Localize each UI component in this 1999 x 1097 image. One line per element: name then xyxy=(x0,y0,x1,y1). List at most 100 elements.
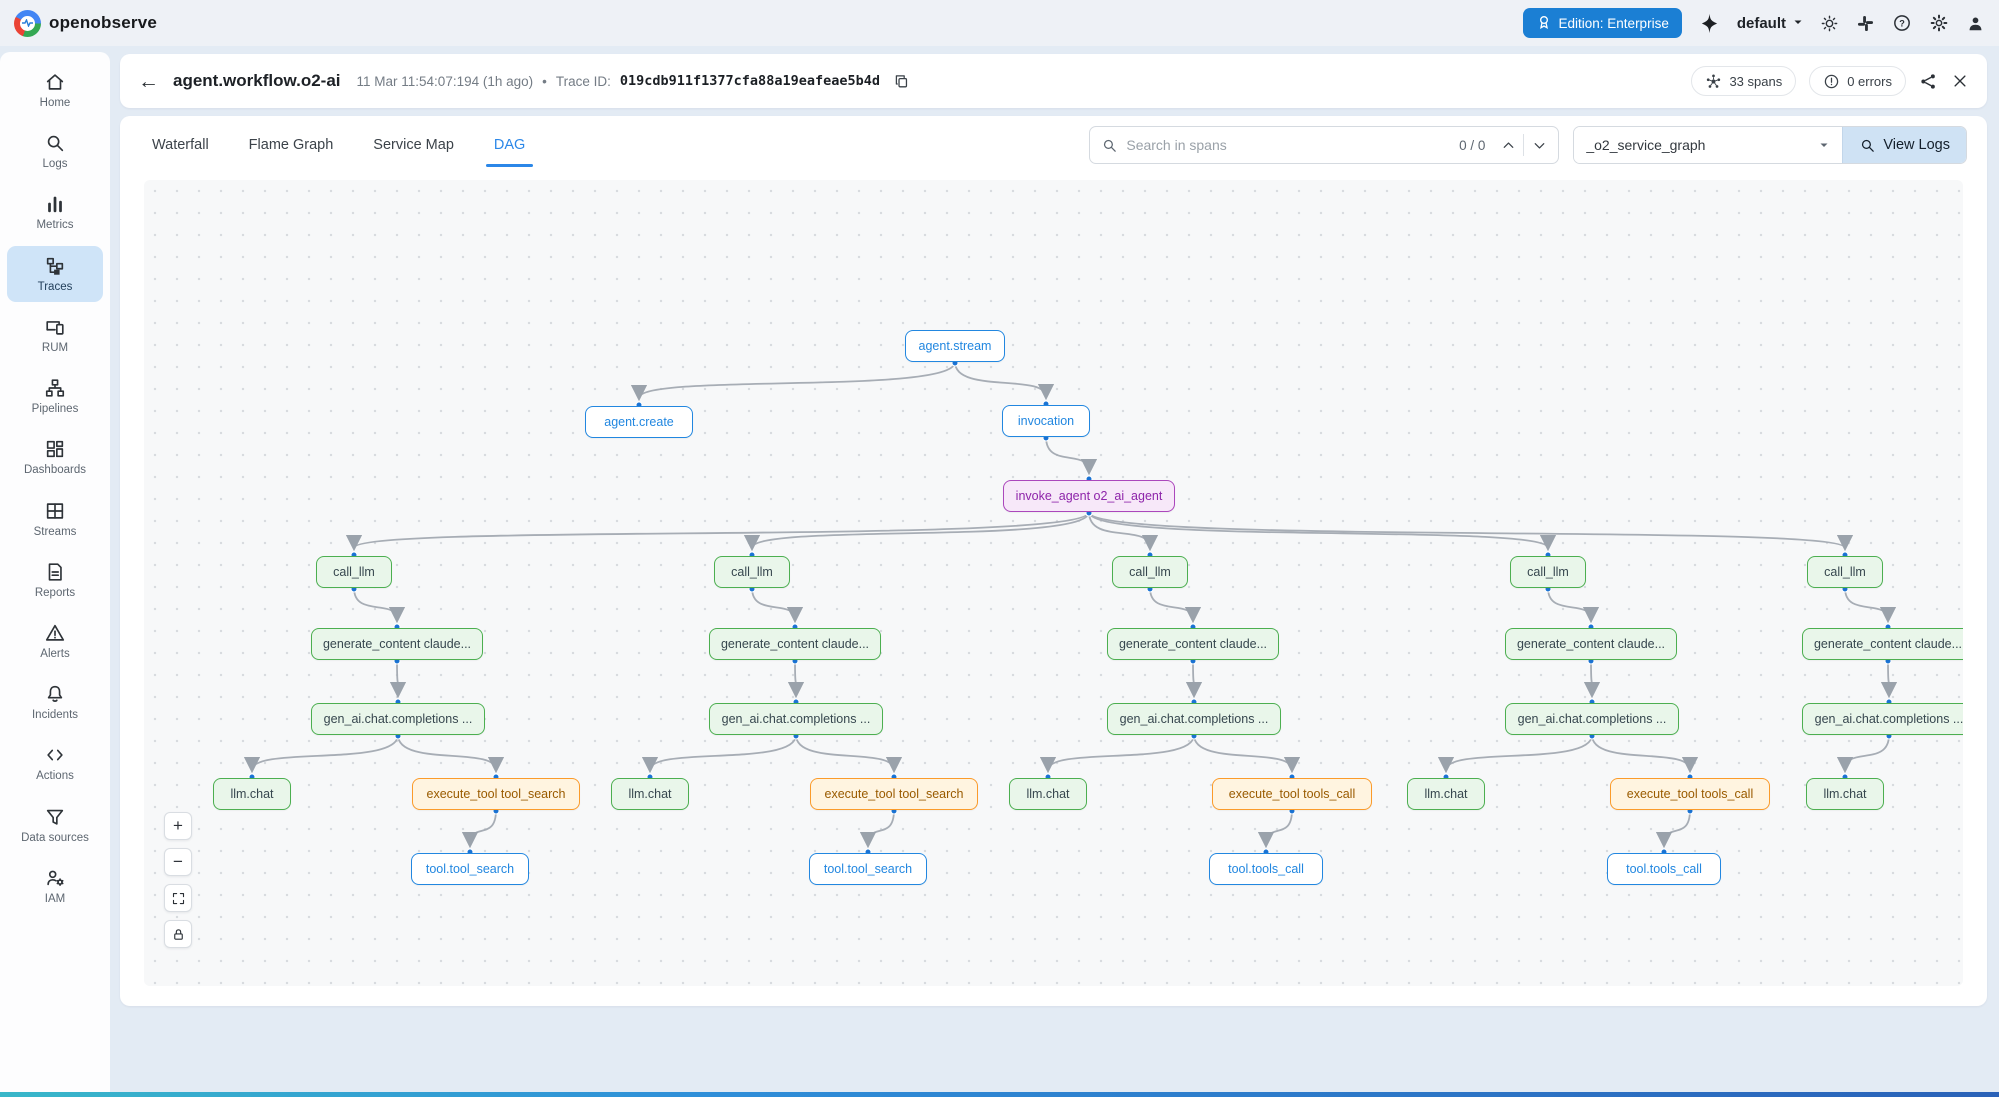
help-icon[interactable]: ? xyxy=(1892,13,1912,33)
errors-badge-label: 0 errors xyxy=(1847,73,1892,89)
dag-node-gen_ai_1[interactable]: gen_ai.chat.completions ... xyxy=(311,703,485,735)
sidebar-item-iam[interactable]: IAM xyxy=(7,858,103,914)
edition-badge-icon xyxy=(1536,14,1552,33)
theme-light-icon[interactable] xyxy=(1820,14,1839,33)
brand[interactable]: openobserve xyxy=(14,9,157,37)
sidebar-item-label: Traces xyxy=(37,280,73,293)
logs-icon xyxy=(44,132,66,154)
dag-canvas[interactable]: agent.stream agent.create invocation invoke… xyxy=(144,180,1963,986)
dag-node-agent_stream[interactable]: agent.stream xyxy=(905,330,1005,362)
sidebar-item-data-sources[interactable]: Data sources xyxy=(7,797,103,853)
dag-node-llm_chat_3[interactable]: llm.chat xyxy=(1009,778,1087,810)
dag-node-call_llm_2[interactable]: call_llm xyxy=(714,556,790,588)
dag-node-invoke_agent[interactable]: invoke_agent o2_ai_agent xyxy=(1003,480,1175,512)
dag-node-gen_content_4[interactable]: generate_content claude... xyxy=(1505,628,1677,660)
dag-node-llm_chat_4[interactable]: llm.chat xyxy=(1407,778,1485,810)
sidebar-item-label: RUM xyxy=(41,341,69,354)
close-icon[interactable] xyxy=(1951,72,1969,90)
sidebar-item-alerts[interactable]: Alerts xyxy=(7,613,103,669)
tab-waterfall[interactable]: Waterfall xyxy=(152,137,209,153)
sparkle-icon[interactable] xyxy=(1698,12,1721,35)
trace-header: ← agent.workflow.o2-ai 11 Mar 11:54:07:1… xyxy=(120,54,1987,108)
back-arrow-icon[interactable]: ← xyxy=(138,69,159,93)
dag-node-gen_content_2[interactable]: generate_content claude... xyxy=(709,628,881,660)
dag-node-call_llm_3[interactable]: call_llm xyxy=(1112,556,1188,588)
spans-badge-label: 33 spans xyxy=(1729,73,1783,89)
sidebar-item-rum[interactable]: RUM xyxy=(7,307,103,363)
stream-selector[interactable]: _o2_service_graph xyxy=(1574,127,1843,163)
dashboards-icon xyxy=(44,438,66,460)
dag-node-call_llm_5[interactable]: call_llm xyxy=(1807,556,1883,588)
sidebar-item-reports[interactable]: Reports xyxy=(7,552,103,608)
dag-node-invocation[interactable]: invocation xyxy=(1002,405,1090,437)
search-input[interactable] xyxy=(1126,137,1452,153)
tab-dag[interactable]: DAG xyxy=(474,116,545,174)
svg-text:?: ? xyxy=(1899,18,1905,28)
sidebar-item-label: Logs xyxy=(42,158,68,171)
dag-node-gen_content_3[interactable]: generate_content claude... xyxy=(1107,628,1279,660)
dag-node-call_llm_4[interactable]: call_llm xyxy=(1510,556,1586,588)
lock-button[interactable] xyxy=(164,920,192,948)
spans-badge[interactable]: 33 spans xyxy=(1691,66,1797,96)
dag-node-exec_2[interactable]: execute_tool tool_search xyxy=(810,778,978,810)
dag-node-tool_3[interactable]: tool.tools_call xyxy=(1209,853,1323,885)
dag-node-gen_ai_5[interactable]: gen_ai.chat.completions ... xyxy=(1802,703,1963,735)
iam-icon xyxy=(44,867,66,889)
sidebar-item-metrics[interactable]: Metrics xyxy=(7,184,103,240)
dag-node-gen_content_1[interactable]: generate_content claude... xyxy=(311,628,483,660)
sidebar-item-home[interactable]: Home xyxy=(7,62,103,118)
dag-node-gen_content_5[interactable]: generate_content claude... xyxy=(1802,628,1963,660)
tab-flame-graph[interactable]: Flame Graph xyxy=(248,137,334,153)
tab-service-map[interactable]: Service Map xyxy=(373,137,454,153)
dag-node-llm_chat_5[interactable]: llm.chat xyxy=(1806,778,1884,810)
dag-node-gen_ai_3[interactable]: gen_ai.chat.completions ... xyxy=(1107,703,1281,735)
trace-id-label: Trace ID: xyxy=(555,73,611,89)
dag-node-tool_2[interactable]: tool.tool_search xyxy=(809,853,927,885)
dag-node-exec_1[interactable]: execute_tool tool_search xyxy=(412,778,580,810)
zoom-in-button[interactable]: + xyxy=(164,812,192,840)
dag-node-llm_chat_2[interactable]: llm.chat xyxy=(611,778,689,810)
dag-node-tool_1[interactable]: tool.tool_search xyxy=(411,853,529,885)
profile-icon[interactable] xyxy=(1966,14,1985,33)
sidebar-item-label: Reports xyxy=(34,586,76,599)
dag-node-gen_ai_4[interactable]: gen_ai.chat.completions ... xyxy=(1505,703,1679,735)
copy-icon[interactable] xyxy=(893,73,910,90)
caret-down-icon xyxy=(1818,139,1830,151)
sidebar-item-pipelines[interactable]: Pipelines xyxy=(7,368,103,424)
trace-toolbar: Waterfall Flame Graph Service Map DAG 0 / 0… xyxy=(120,116,1987,174)
window-bottom-strip xyxy=(0,1092,1999,1097)
sidebar-item-label: Alerts xyxy=(40,647,70,660)
fit-view-button[interactable] xyxy=(164,884,192,912)
view-logs-button[interactable]: View Logs xyxy=(1842,127,1966,163)
sidebar-item-streams[interactable]: Streams xyxy=(7,491,103,547)
dag-node-llm_chat_1[interactable]: llm.chat xyxy=(213,778,291,810)
rum-icon xyxy=(44,316,66,338)
error-circle-icon xyxy=(1823,73,1840,90)
org-selector[interactable]: default xyxy=(1737,15,1804,32)
sidebar-item-dashboards[interactable]: Dashboards xyxy=(7,429,103,485)
share-icon[interactable] xyxy=(1919,72,1938,91)
settings-icon[interactable] xyxy=(1929,13,1949,33)
sidebar-item-incidents[interactable]: Incidents xyxy=(7,674,103,730)
span-search-box: 0 / 0 xyxy=(1089,126,1560,164)
dag-node-exec_3[interactable]: execute_tool tools_call xyxy=(1212,778,1372,810)
next-match-button[interactable] xyxy=(1524,130,1554,160)
sidebar-item-label: Streams xyxy=(33,525,77,538)
prev-match-button[interactable] xyxy=(1493,130,1523,160)
dag-node-call_llm_1[interactable]: call_llm xyxy=(316,556,392,588)
dag-node-agent_create[interactable]: agent.create xyxy=(585,406,693,438)
metrics-icon xyxy=(44,193,66,215)
sidebar-item-label: Data sources xyxy=(21,831,89,844)
sidebar-item-actions[interactable]: Actions xyxy=(7,735,103,791)
dag-node-tool_4[interactable]: tool.tools_call xyxy=(1607,853,1721,885)
sidebar-item-logs[interactable]: Logs xyxy=(7,123,103,179)
dag-node-gen_ai_2[interactable]: gen_ai.chat.completions ... xyxy=(709,703,883,735)
dag-node-exec_4[interactable]: execute_tool tools_call xyxy=(1610,778,1770,810)
zoom-out-button[interactable]: − xyxy=(164,848,192,876)
sidebar-item-traces[interactable]: Traces xyxy=(7,245,103,302)
traces-icon xyxy=(44,255,66,277)
errors-badge[interactable]: 0 errors xyxy=(1809,66,1906,96)
edition-button[interactable]: Edition: Enterprise xyxy=(1522,8,1682,38)
slack-icon[interactable] xyxy=(1856,14,1875,33)
